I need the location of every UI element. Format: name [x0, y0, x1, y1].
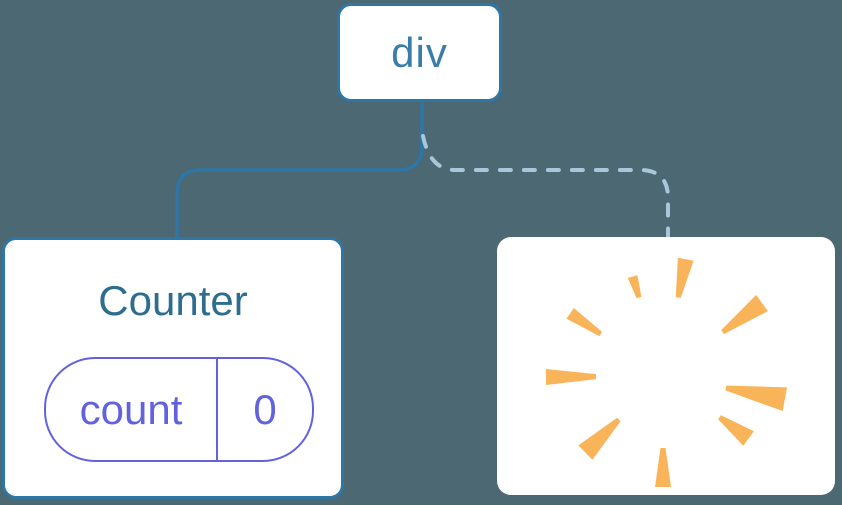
solid-connector-line — [175, 102, 424, 238]
root-node-div: div — [337, 3, 502, 102]
dashed-connector-line — [421, 134, 670, 241]
state-key-label: count — [46, 359, 218, 460]
poof-wedge — [627, 275, 642, 299]
poof-wedge — [566, 308, 603, 337]
poof-wedge — [578, 417, 621, 460]
removed-component-node — [497, 237, 835, 495]
component-title: Counter — [98, 277, 248, 324]
poof-wedge — [545, 369, 596, 385]
poof-wedge — [725, 385, 788, 411]
state-value: 0 — [253, 385, 277, 433]
counter-component-node: Counter count 0 — [2, 237, 344, 499]
poof-wedge — [718, 415, 754, 446]
poof-wedge — [655, 448, 671, 487]
poof-wedge — [721, 295, 768, 335]
poof-wedge — [675, 257, 694, 298]
poof-icon — [545, 257, 788, 487]
state-pill: count 0 — [44, 357, 314, 462]
root-node-label: div — [391, 28, 448, 76]
